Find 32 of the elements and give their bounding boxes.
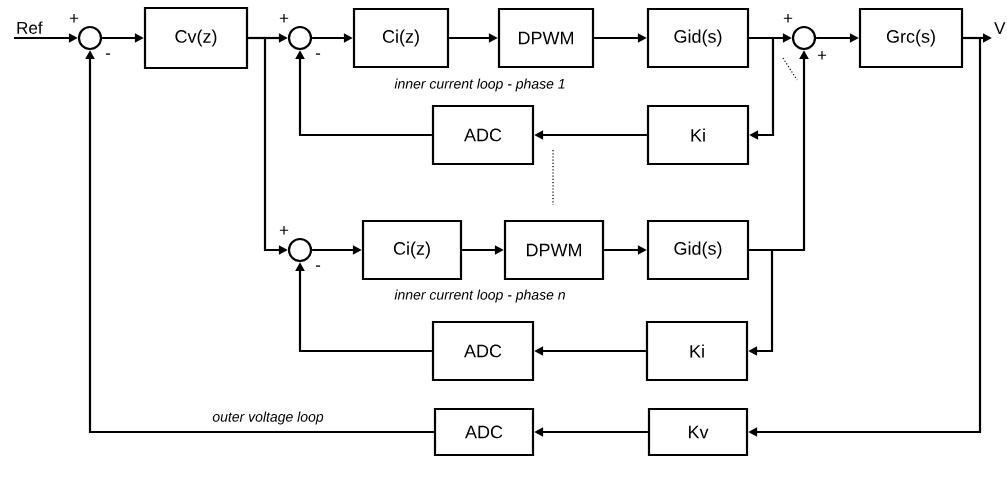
sign-label: + <box>69 14 79 23</box>
summing-junction <box>77 25 103 51</box>
block-box: Grc(s) <box>858 7 964 69</box>
block-box: Cv(z) <box>143 6 249 70</box>
block-box: Kv <box>647 407 749 457</box>
block-box: Ki <box>645 320 749 382</box>
block-box: Gid(s) <box>646 7 750 69</box>
sign-label: - <box>315 265 321 267</box>
sign-label: - <box>105 53 111 55</box>
block-box: Ci(z) <box>352 7 450 69</box>
block-box: DPWM <box>503 219 605 281</box>
sign-label: + <box>783 14 793 23</box>
block-box: Ci(z) <box>361 219 463 281</box>
block-box: ADC <box>431 104 535 166</box>
block-box: ADC <box>431 320 535 382</box>
sign-label: - <box>315 53 321 55</box>
summing-junction <box>287 25 313 51</box>
block-box: Ki <box>646 104 750 166</box>
sign-label: + <box>279 14 289 23</box>
sign-label: + <box>817 51 827 60</box>
arrow <box>749 36 775 140</box>
summing-junction <box>791 25 817 51</box>
signal-label: Ref <box>17 21 43 34</box>
block-box: ADC <box>433 407 535 457</box>
loop-label: inner current loop - phase 1 <box>394 78 565 92</box>
sign-label: + <box>279 226 289 235</box>
block-box: DPWM <box>497 7 595 69</box>
signal-label: V <box>994 22 1006 34</box>
summing-junction <box>287 237 313 263</box>
block-box: Gid(s) <box>646 219 750 281</box>
loop-label: outer voltage loop <box>212 411 324 425</box>
loop-label: inner current loop - phase n <box>394 289 565 303</box>
